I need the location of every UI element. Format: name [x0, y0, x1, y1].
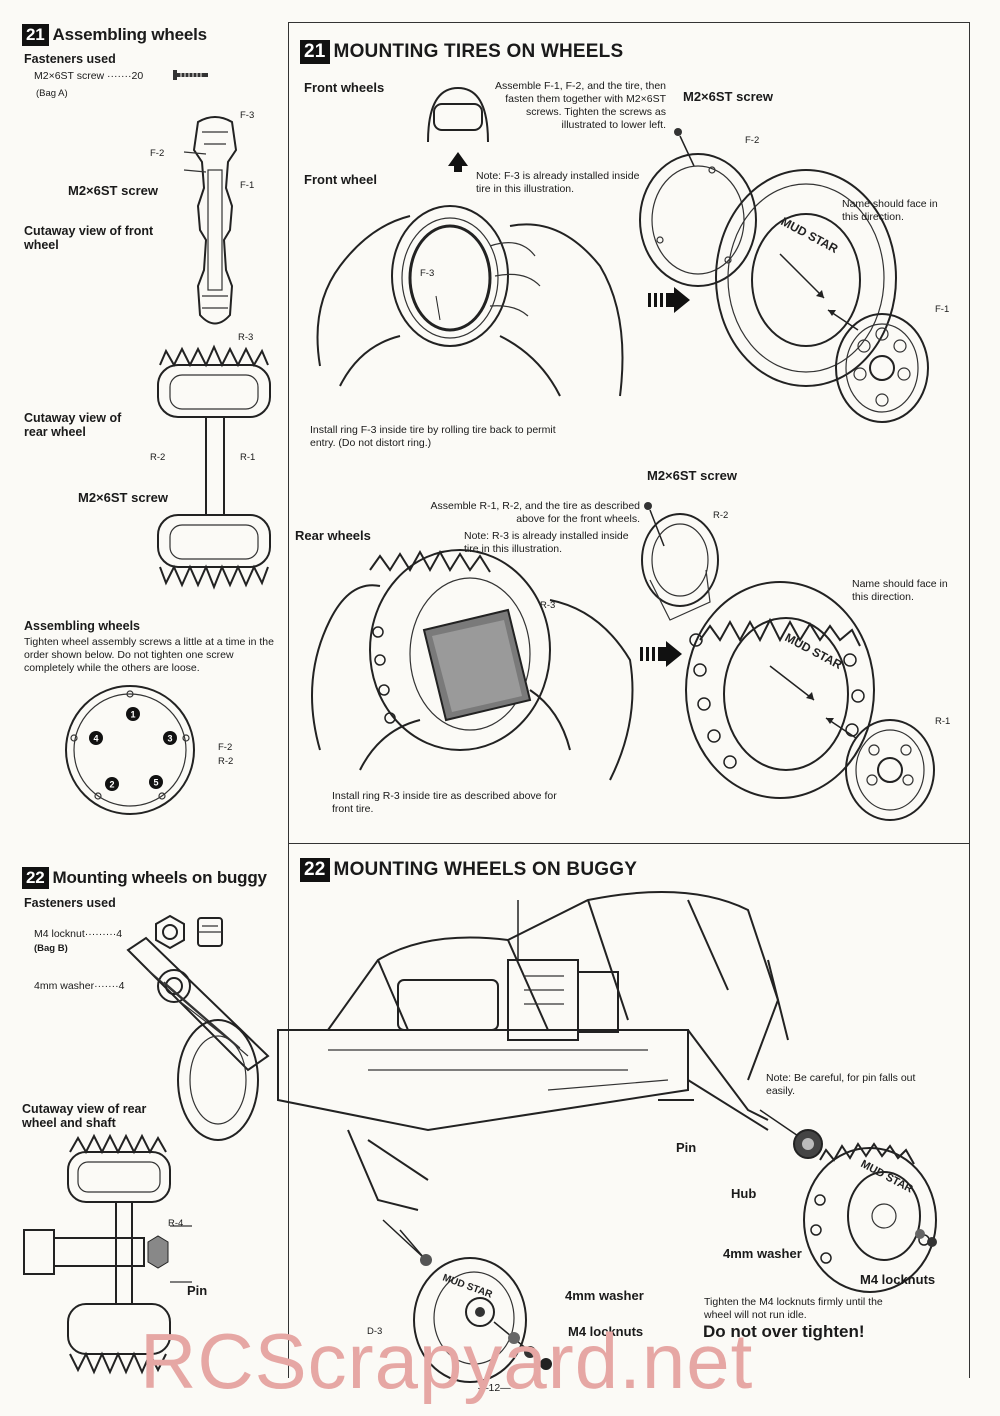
screw-icon: [173, 70, 208, 80]
step-number-badge: 21: [300, 40, 330, 64]
rear-cutaway-caption: Cutaway view of rear wheel: [24, 411, 122, 439]
page-number: —12—: [478, 1382, 511, 1394]
warning-text: Do not over tighten!: [703, 1322, 865, 1341]
svg-text:4: 4: [93, 734, 98, 744]
front-wheel-exploded-drawing: MUD STAR: [639, 128, 929, 423]
fastener-washer-row: 4mm washer·······4: [34, 980, 125, 992]
right-frame-bottom: [288, 842, 970, 1378]
front-screw-label: M2×6ST screw: [68, 183, 158, 198]
step-number-badge: 22: [300, 858, 330, 882]
fastener-screw-row: M2×6ST screw ·······20: [34, 70, 144, 82]
step-arrow-icon-rear: [640, 641, 682, 667]
front-wheels-label: Front wheels: [304, 80, 385, 95]
fasteners-heading: Fasteners used: [24, 896, 116, 910]
label-f3-hand: F-3: [420, 268, 435, 279]
label-r3: R-3: [238, 332, 254, 343]
label-f3: F-3: [240, 110, 255, 121]
label-r1: R-1: [240, 452, 256, 463]
washer-front-label: 4mm washer: [565, 1288, 644, 1303]
install-front-text: Install ring F-3 inside tire by rolling …: [310, 424, 556, 450]
order-label-f2: F-2: [218, 742, 233, 753]
svg-text:2: 2: [109, 780, 114, 790]
rear-shaft-cutaway-caption: Cutaway view of rear wheel and shaft: [22, 1102, 147, 1130]
front-wheel-buggy-drawing: MUD STAR: [399, 1229, 552, 1383]
assemble-rear-text: Assemble R-1, R-2, and the tire as descr…: [430, 500, 640, 526]
name-face-front: Name should face in this direction.: [842, 198, 938, 224]
fastener-bag: (Bag A): [36, 88, 68, 99]
front-screw-label: M2×6ST screw: [683, 89, 773, 104]
hands-front-tire-drawing: [316, 205, 624, 397]
ring-detail-drawing: [427, 86, 489, 172]
front-cutaway-caption: Cutaway view of front wheel: [24, 224, 154, 252]
screw-order-diagram: 1 2 3 4 5: [65, 685, 195, 815]
section-title: MOUNTING WHEELS ON BUGGY: [333, 859, 638, 880]
locknuts-rear-label: M4 locknuts: [860, 1272, 936, 1287]
front-wheel-cutaway-drawing: [183, 116, 238, 325]
rear-wheel-exploded-drawing: MUD STAR: [641, 502, 935, 821]
section-title: Assembling wheels: [52, 25, 208, 44]
step-arrow-icon: [648, 287, 690, 313]
watermark: RCScrapyard.net: [140, 1317, 754, 1405]
svg-text:3: 3: [167, 734, 172, 744]
label-r1-right: R-1: [935, 716, 951, 727]
label-r2-right: R-2: [713, 510, 729, 521]
hub-label: Hub: [731, 1186, 757, 1201]
fastener-locknut-row: M4 locknut·········4: [34, 928, 123, 940]
pin-label-left: Pin: [187, 1283, 208, 1298]
fasteners-heading: Fasteners used: [24, 52, 116, 66]
label-f1-right: F-1: [935, 304, 950, 315]
right-frame-top: [288, 22, 970, 844]
assembling-instructions: Tighten wheel assembly screws a little a…: [24, 636, 274, 675]
svg-text:MUD STAR: MUD STAR: [441, 1272, 494, 1300]
washer-rear-label: 4mm washer: [723, 1246, 802, 1261]
note-front: Note: F-3 is already installed inside ti…: [476, 170, 640, 196]
hub-rear-wheel-drawing: MUD STAR: [759, 1109, 937, 1293]
step-number-badge: 21: [22, 24, 49, 46]
note-rear: Note: R-3 is already installed inside ti…: [464, 530, 629, 556]
rear-wheels-label: Rear wheels: [295, 528, 371, 543]
rear-screw-label-right: M2×6ST screw: [647, 468, 737, 483]
section-title: MOUNTING TIRES ON WHEELS: [333, 41, 624, 62]
hands-rear-tire-drawing: [311, 549, 634, 781]
svg-text:5: 5: [153, 778, 158, 788]
label-f2: F-2: [150, 148, 165, 159]
label-f1: F-1: [240, 180, 255, 191]
fastener-locknut-bag: (Bag B): [34, 943, 68, 954]
assembling-heading: Assembling wheels: [24, 619, 141, 633]
note-pin: Note: Be careful, for pin falls out easi…: [766, 1072, 916, 1098]
rear-wheel-cutaway-drawing: [157, 344, 271, 590]
section-title: Mounting wheels on buggy: [52, 868, 267, 887]
assemble-front-text: Assemble F-1, F-2, and the tire, then fa…: [495, 80, 666, 132]
svg-text:MUD STAR: MUD STAR: [783, 630, 845, 672]
svg-text:1: 1: [130, 710, 135, 720]
rear-wheel-shaft-drawing: [23, 1133, 192, 1375]
label-r3-hand: R-3: [540, 600, 556, 611]
tighten-text: Tighten the M4 locknuts firmly until the…: [704, 1296, 883, 1322]
rear-screw-label: M2×6ST screw: [78, 490, 168, 505]
label-r4: R-4: [168, 1218, 184, 1229]
pin-label-right: Pin: [676, 1140, 697, 1155]
install-rear-text: Install ring R-3 inside tire as describe…: [332, 790, 557, 816]
label-f2-right: F-2: [745, 135, 760, 146]
step-number-badge: 22: [22, 867, 49, 889]
order-label-r2: R-2: [218, 756, 234, 767]
buggy-drawing: [126, 891, 789, 1259]
label-d3: D-3: [367, 1326, 383, 1337]
locknuts-front-label: M4 locknuts: [568, 1324, 644, 1339]
label-r2: R-2: [150, 452, 166, 463]
locknut-icon: [155, 914, 223, 950]
front-wheel-label: Front wheel: [304, 172, 377, 187]
name-face-rear: Name should face in this direction.: [852, 578, 948, 604]
